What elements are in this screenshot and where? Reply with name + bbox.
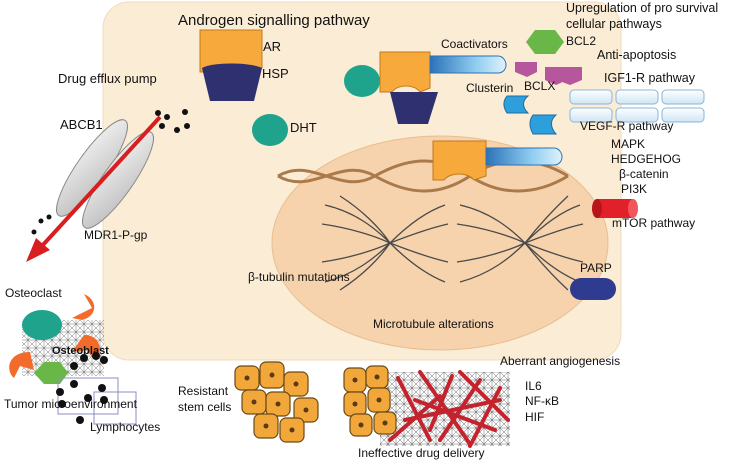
label-drug-efflux: Drug efflux pump (58, 71, 157, 86)
stem-cell-nuclei (352, 374, 388, 428)
label-hedgehog: HEDGEHOG (611, 152, 682, 166)
label-stem-cells: stem cells (178, 400, 232, 414)
lymphocyte-boxes (57, 377, 137, 425)
dht-molecule (344, 65, 380, 97)
lymphocytes (56, 352, 108, 424)
label-lymphocytes: Lymphocytes (90, 420, 161, 434)
stem-cell-cluster (343, 365, 397, 437)
label-ineffective-delivery: Ineffective drug delivery (358, 446, 485, 460)
parp-protein (570, 278, 616, 300)
label-pi3k: PI3K (621, 182, 648, 196)
label-abcb1: ABCB1 (60, 117, 103, 132)
drug-molecules (31, 109, 190, 235)
dht-molecule (252, 114, 288, 146)
label-nfkb: NF-κB (525, 394, 559, 408)
label-il6: IL6 (525, 379, 542, 393)
label-hsp: HSP (262, 66, 289, 81)
bcl2-protein (526, 30, 564, 54)
coactivator (485, 147, 563, 166)
microtubule-spindle (321, 195, 584, 291)
label-igf1r: IGF1-R pathway (604, 71, 696, 85)
pgp-membrane-protein (82, 131, 154, 229)
label-mapk: MAPK (611, 137, 646, 151)
orange-curved-arrow (9, 352, 34, 378)
mtor-cylinder (592, 199, 638, 218)
label-upregulation-line2: cellular pathways (566, 17, 662, 31)
label-bcl2: BCL2 (566, 34, 597, 48)
label-microtubule: Microtubule alterations (373, 317, 494, 331)
tumor-vessels (388, 370, 510, 448)
label-aberrant-angiogenesis: Aberrant angiogenesis (500, 354, 621, 368)
label-resistant: Resistant (178, 384, 229, 398)
ar-receptor (432, 140, 487, 181)
clusterin-protein (503, 95, 530, 114)
bclx-protein (515, 62, 537, 77)
osteoclast-cell (22, 310, 62, 340)
label-osteoblast: Osteoblast (52, 345, 109, 357)
igf1r-receptors (569, 89, 705, 123)
label-beta-catenin: β-catenin (619, 167, 669, 181)
efflux-arrowhead (26, 238, 50, 262)
label-vegfr: VEGF-R pathway (580, 119, 674, 133)
label-tumor-microenvironment: Tumor microenvironment (4, 397, 137, 411)
efflux-arrow (40, 115, 162, 248)
label-dht: DHT (290, 120, 317, 135)
ar-receptor (379, 51, 431, 93)
label-beta-tubulin: β-tubulin mutations (248, 270, 350, 284)
stem-cell-nuclei (244, 372, 309, 433)
label-mdr1: MDR1-P-gp (84, 228, 148, 242)
label-mtor: mTOR pathway (612, 216, 696, 230)
label-bclx: BCLX (524, 79, 556, 93)
label-hif: HIF (525, 410, 545, 424)
dna-strand (277, 159, 569, 193)
label-coactivators: Coactivators (441, 37, 508, 51)
label-androgen-pathway: Androgen signalling pathway (178, 12, 370, 29)
coactivator (429, 55, 507, 74)
label-ar: AR (263, 39, 282, 54)
label-parp: PARP (580, 261, 612, 275)
label-clusterin: Clusterin (466, 81, 514, 95)
hsp-protein (390, 92, 438, 124)
label-anti-apoptosis: Anti-apoptosis (597, 48, 677, 62)
orange-curved-arrow (72, 294, 95, 320)
bclx-protein (557, 67, 582, 85)
hsp-protein (202, 63, 262, 101)
clusterin-protein (529, 114, 558, 135)
label-upregulation: Upregulation of pro survival (566, 1, 719, 15)
label-osteoclast: Osteoclast (5, 286, 62, 300)
